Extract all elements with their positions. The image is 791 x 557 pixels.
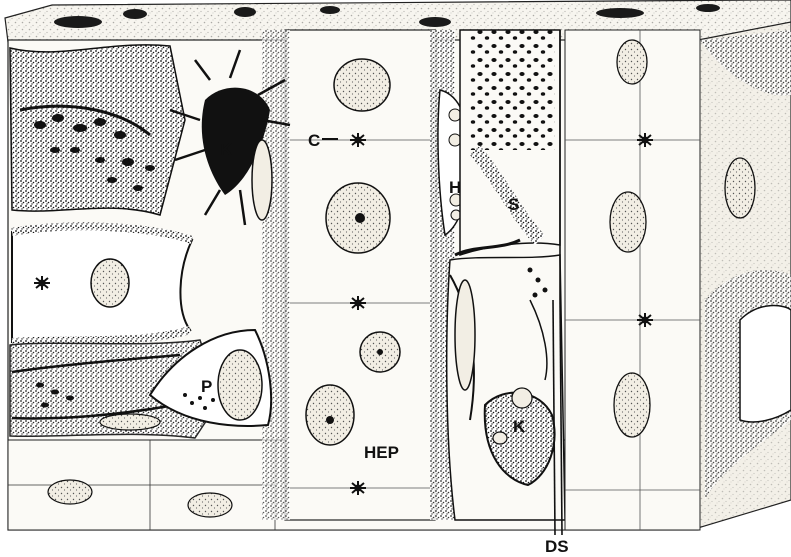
label-k-upper: K (220, 140, 233, 159)
hepatocyte-nucleus-1 (334, 59, 390, 111)
hepatocyte-nucleus-4 (306, 385, 354, 445)
label-ds: DS (545, 537, 569, 556)
svg-text:K: K (513, 417, 526, 436)
hepatocyte-column (285, 30, 435, 520)
svg-text:DS: DS (545, 537, 569, 556)
left-sinusoid-wall-upper (10, 45, 185, 215)
label-k-lower: K (513, 417, 526, 436)
svg-text:C: C (308, 131, 320, 150)
svg-text:H: H (449, 178, 461, 197)
svg-text:HEP: HEP (364, 443, 399, 462)
svg-text:K: K (220, 140, 233, 159)
label-hep: HEP (364, 443, 399, 462)
lower-sinusoid (447, 255, 565, 520)
lumen-cell-nucleus (91, 259, 129, 307)
left-sinusoid-lumen (12, 226, 192, 342)
svg-text:S: S (508, 195, 519, 214)
label-p: P (201, 377, 212, 396)
svg-text:P: P (201, 377, 212, 396)
label-h: H (449, 178, 461, 197)
label-s: S (508, 195, 519, 214)
central-sinusoid (455, 30, 560, 255)
